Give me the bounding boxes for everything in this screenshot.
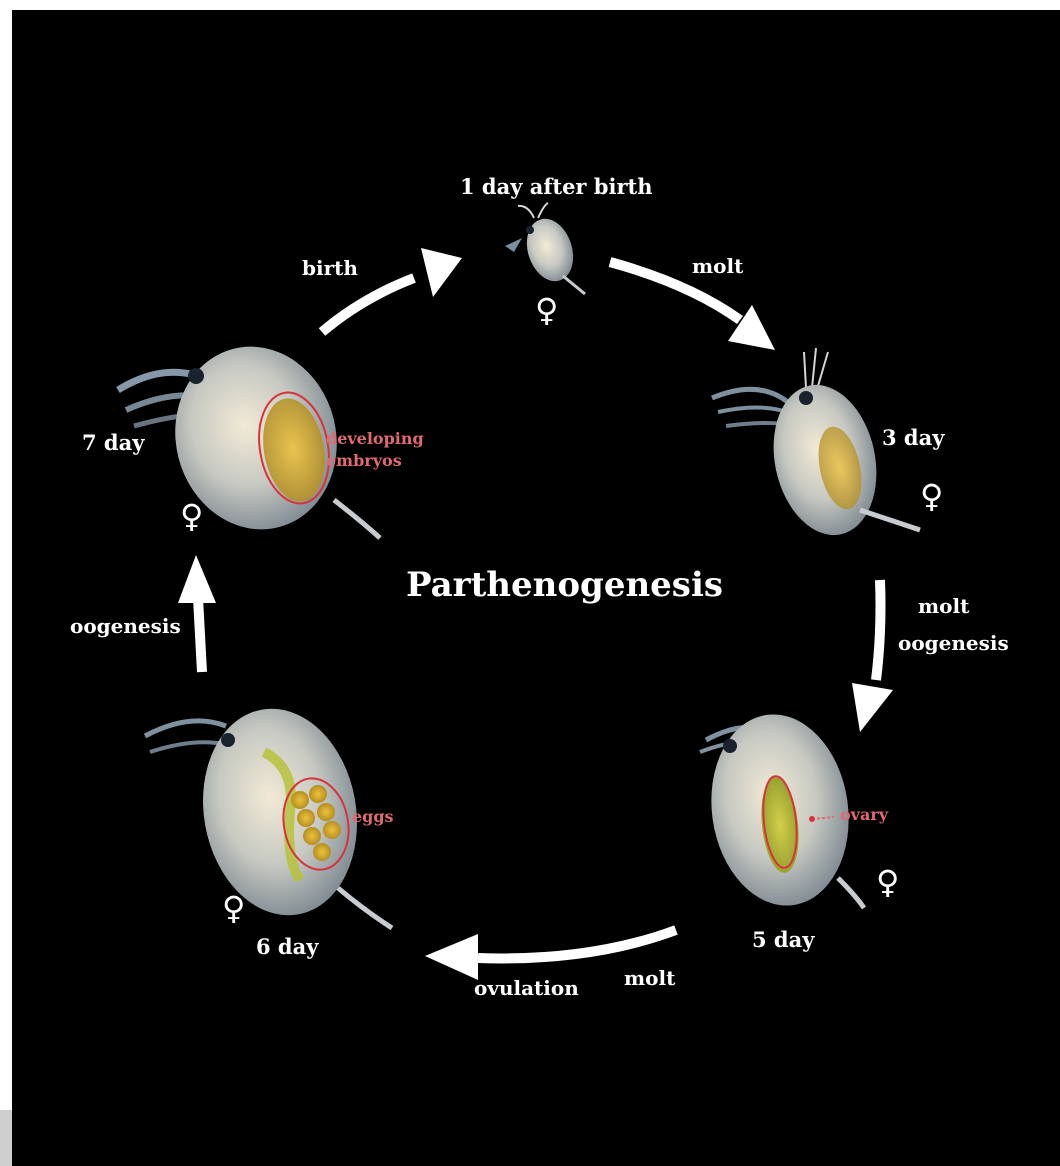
daphnia-day1-image	[505, 203, 585, 294]
stage-label-day6: 6 day	[256, 936, 318, 957]
stage-label-day7: 7 day	[82, 432, 144, 453]
oogenesis-arrow-6-7	[178, 555, 216, 672]
molt-arrow-3-5	[852, 580, 893, 732]
female-symbol-day3: ♀	[920, 480, 943, 512]
transition-label-molt-1-3: molt	[692, 256, 743, 276]
female-symbol-day5: ♀	[876, 866, 899, 898]
female-symbol-day1: ♀	[535, 294, 558, 326]
female-symbol-day6: ♀	[222, 892, 245, 924]
annotation-ovary: ovary	[840, 806, 888, 824]
transition-label-oogenesis-6-7: oogenesis	[70, 616, 181, 636]
stage-label-day5: 5 day	[752, 929, 814, 950]
female-symbol-day7: ♀	[180, 500, 203, 532]
annotation-developing: developing	[326, 430, 424, 448]
transition-label-molt-5-6: molt	[624, 968, 675, 988]
transition-label-ovulation: ovulation	[474, 978, 579, 998]
stage-label-day3: 3 day	[882, 427, 944, 448]
annotation-eggs: eggs	[352, 808, 394, 826]
stage-label-day1: 1 day after birth	[460, 176, 653, 197]
transition-label-oogenesis-3-5: oogenesis	[898, 633, 1009, 653]
annotation-embryos: embryos	[326, 452, 402, 470]
transition-label-molt-3-5: molt	[918, 596, 969, 616]
transition-label-birth: birth	[302, 258, 358, 278]
diagram-title: Parthenogenesis	[406, 568, 723, 602]
